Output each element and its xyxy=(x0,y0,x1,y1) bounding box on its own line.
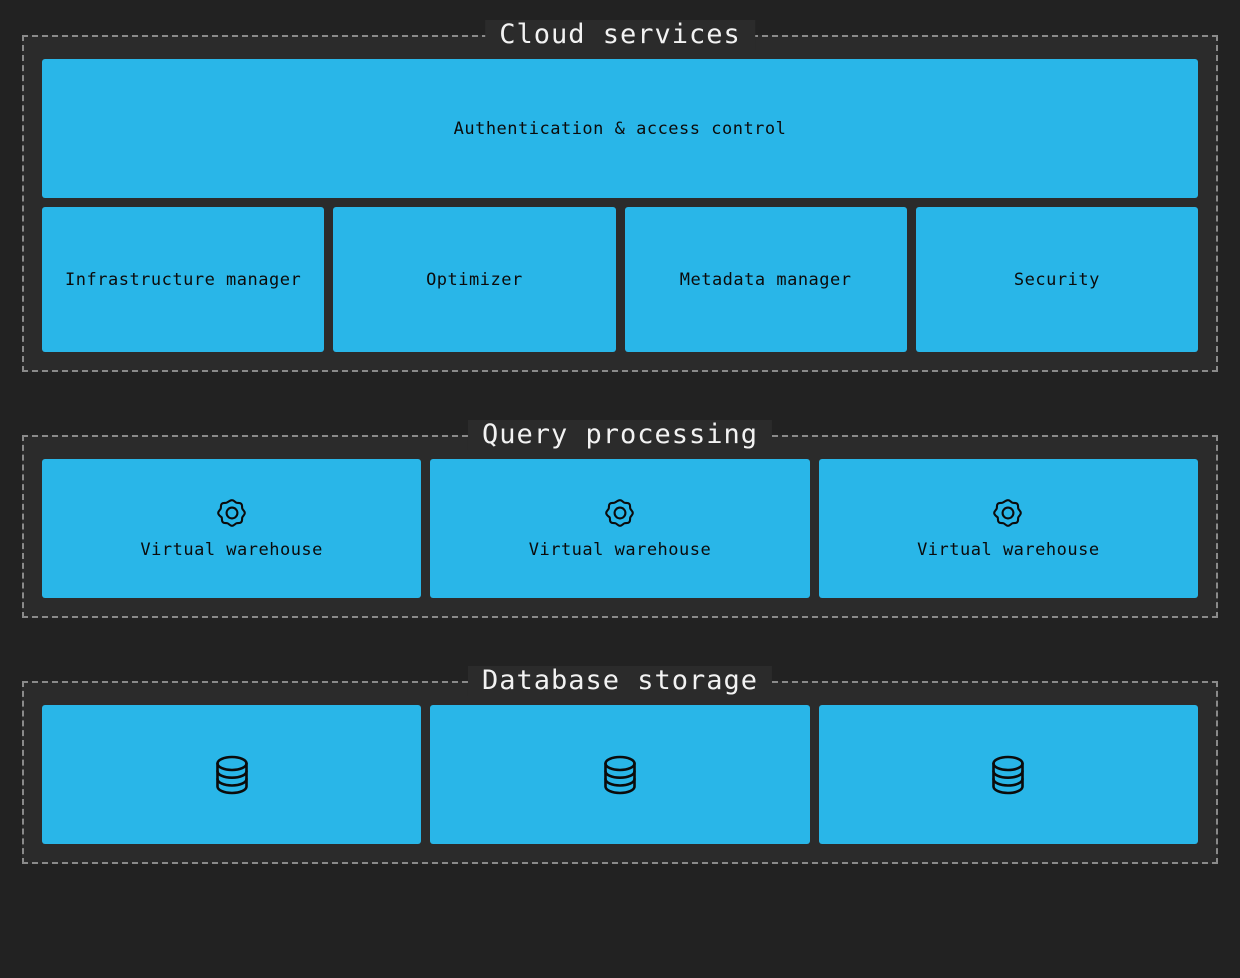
node-label-virtual-warehouse-2: Virtual warehouse xyxy=(528,539,712,560)
node-metadata-manager[interactable]: Metadata manager xyxy=(624,207,907,352)
database-icon xyxy=(984,751,1032,799)
section-database-storage: Database storage xyxy=(22,666,1218,864)
node-label-metadata-manager: Metadata manager xyxy=(679,269,852,290)
database-storage-row-1 xyxy=(42,705,1198,844)
node-label-virtual-warehouse-1: Virtual warehouse xyxy=(140,539,323,560)
section-cloud-services: Cloud services Authentication & access c… xyxy=(22,20,1218,372)
gear-icon xyxy=(604,497,636,529)
node-label-authentication-access-control: Authentication & access control xyxy=(453,118,787,139)
node-label-optimizer: Optimizer xyxy=(426,269,523,290)
database-icon xyxy=(596,751,644,799)
section-title-database-storage: Database storage xyxy=(467,666,773,696)
node-label-virtual-warehouse-3: Virtual warehouse xyxy=(917,539,1100,560)
cloud-services-row-2: Infrastructure manager Optimizer Metadat… xyxy=(42,207,1198,352)
node-database-1[interactable] xyxy=(42,705,422,844)
gear-icon xyxy=(216,497,248,529)
node-infrastructure-manager[interactable]: Infrastructure manager xyxy=(42,207,325,352)
node-label-security: Security xyxy=(1013,269,1100,290)
node-optimizer[interactable]: Optimizer xyxy=(333,207,616,352)
cloud-services-row-1: Authentication & access control xyxy=(42,59,1198,198)
node-authentication-access-control[interactable]: Authentication & access control xyxy=(42,59,1198,198)
node-virtual-warehouse-3[interactable]: Virtual warehouse xyxy=(818,459,1198,598)
node-security[interactable]: Security xyxy=(915,207,1198,352)
architecture-diagram: Cloud services Authentication & access c… xyxy=(0,20,1240,978)
section-title-query-processing: Query processing xyxy=(467,420,773,450)
node-virtual-warehouse-1[interactable]: Virtual warehouse xyxy=(42,459,422,598)
node-virtual-warehouse-2[interactable]: Virtual warehouse xyxy=(430,459,810,598)
node-database-2[interactable] xyxy=(430,705,810,844)
query-processing-row-1: Virtual warehouse Virtual warehouse xyxy=(42,459,1198,598)
section-query-processing: Query processing Virtual warehouse xyxy=(22,420,1218,618)
node-label-infrastructure-manager: Infrastructure manager xyxy=(65,269,302,290)
node-database-3[interactable] xyxy=(818,705,1198,844)
database-icon xyxy=(208,751,256,799)
section-title-cloud-services: Cloud services xyxy=(485,20,755,50)
gear-icon xyxy=(992,497,1024,529)
